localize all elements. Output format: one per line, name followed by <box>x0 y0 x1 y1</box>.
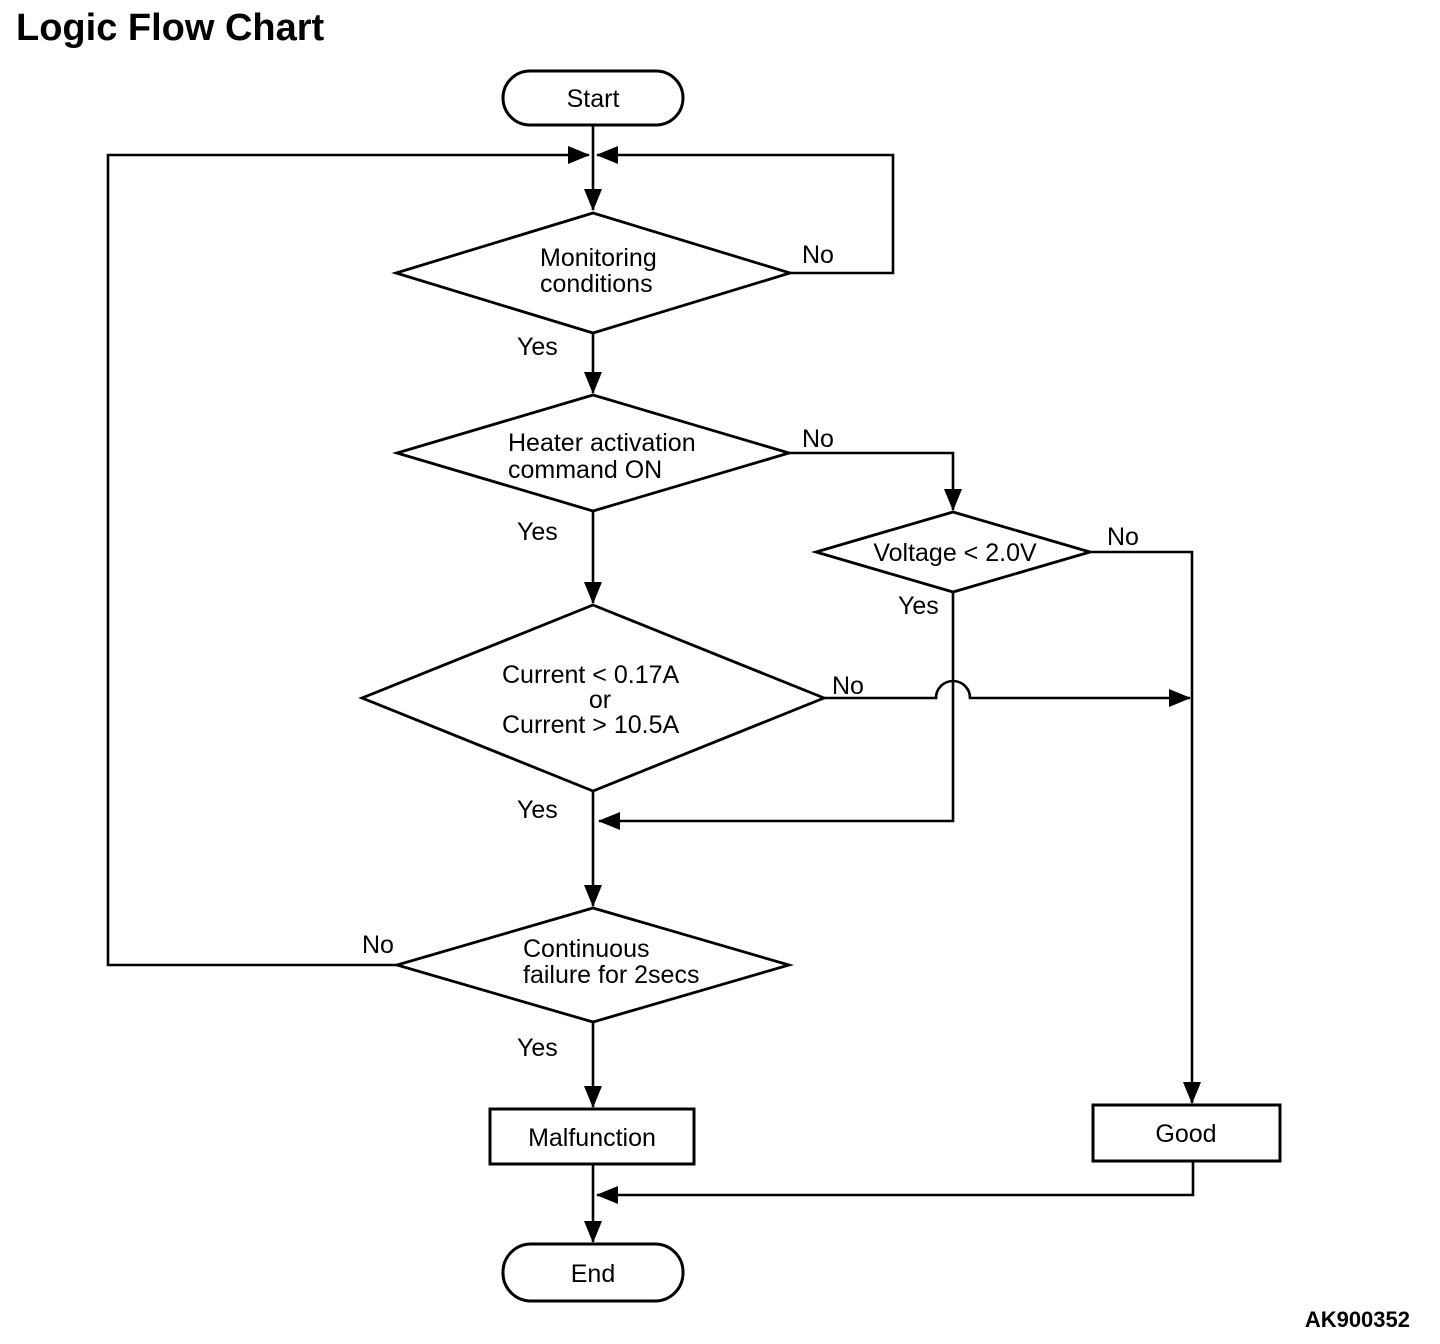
continuous-label-line2: failure for 2secs <box>523 961 699 989</box>
edge-labels: No Yes No Yes No Yes No Yes No Yes <box>362 241 1139 1062</box>
monitoring-label-line1: Monitoring <box>540 244 657 272</box>
malfunction-label: Malfunction <box>528 1124 656 1152</box>
end-terminator-shape <box>501 1242 685 1303</box>
continuous-decision-shape <box>391 906 795 1024</box>
node-end: End <box>501 1242 685 1303</box>
voltage-no-label: No <box>1107 523 1139 551</box>
malfunction-box-shape <box>488 1107 696 1166</box>
edge-continuous-no-loop <box>106 146 590 967</box>
monitoring-label-line2: conditions <box>540 270 653 298</box>
continuous-no-label: No <box>362 931 394 959</box>
node-malfunction: Malfunction <box>488 1107 696 1166</box>
node-current-check: Current < 0.17A or Current > 10.5A <box>358 603 828 793</box>
voltage-label: Voltage < 2.0V <box>873 539 1037 567</box>
flow-edges <box>106 125 1201 1243</box>
edge-heater-no <box>789 451 962 511</box>
node-voltage-check: Voltage < 2.0V <box>811 510 1095 594</box>
end-label: End <box>571 1260 615 1288</box>
heater-label-line2: command ON <box>508 456 662 484</box>
node-monitoring-conditions: Monitoring conditions <box>391 211 795 335</box>
heater-label-line1: Heater activation <box>508 429 696 457</box>
node-heater-activation: Heater activation command ON <box>392 393 794 513</box>
voltage-decision-shape <box>811 510 1095 594</box>
continuous-label-line1: Continuous <box>523 935 649 963</box>
flow-nodes: Start Monitoring conditions Heater activ… <box>358 69 1282 1303</box>
monitoring-decision-shape <box>391 211 795 335</box>
edge-voltage-no-to-good <box>1090 550 1201 1104</box>
heater-yes-label: Yes <box>517 518 558 546</box>
monitoring-yes-label: Yes <box>517 333 558 361</box>
heater-no-label: No <box>802 425 834 453</box>
good-label: Good <box>1155 1120 1216 1148</box>
edge-voltage-yes-merge <box>598 592 955 830</box>
current-label-line3: Current > 10.5A <box>502 711 680 739</box>
heater-decision-shape <box>392 393 794 513</box>
node-good: Good <box>1091 1103 1282 1163</box>
good-box-shape <box>1091 1103 1282 1163</box>
monitoring-no-label: No <box>802 241 834 269</box>
start-terminator-shape <box>501 69 685 127</box>
current-label-line2: or <box>589 686 611 714</box>
continuous-yes-label: Yes <box>517 1034 558 1062</box>
node-start: Start <box>501 69 685 127</box>
node-continuous-failure: Continuous failure for 2secs <box>391 906 795 1024</box>
current-decision-shape <box>358 603 828 793</box>
edge-current-no-to-good <box>824 679 1191 707</box>
start-label: Start <box>567 85 620 113</box>
current-yes-label: Yes <box>517 796 558 824</box>
current-label-line1: Current < 0.17A <box>502 661 680 689</box>
page-title: Logic Flow Chart <box>16 7 325 49</box>
voltage-yes-label: Yes <box>898 592 939 620</box>
figure-code: AK900352 <box>1305 1307 1410 1332</box>
edge-good-merge <box>596 1161 1195 1204</box>
current-no-label: No <box>832 672 864 700</box>
edge-monitoring-no-loop <box>596 146 895 275</box>
